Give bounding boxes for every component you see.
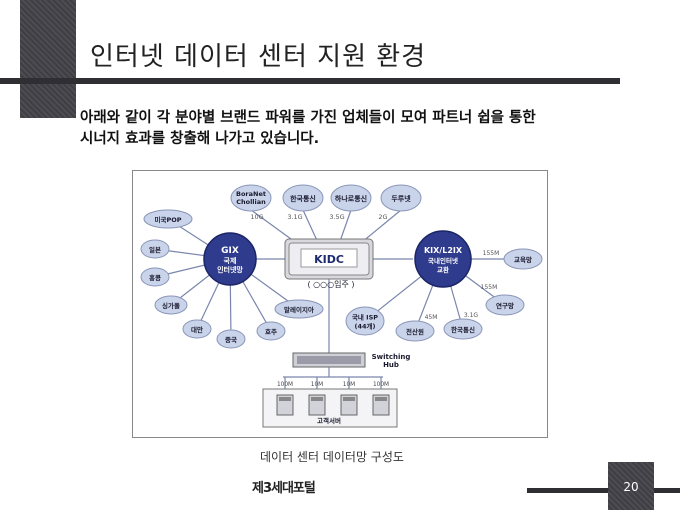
gix-node-label-0: 미국POP bbox=[154, 215, 181, 224]
kix-sublabel2: 교환 bbox=[437, 265, 449, 274]
gix-node-label-6: 호주 bbox=[265, 327, 277, 336]
gix-label: GIX bbox=[221, 246, 239, 256]
server-label: 고객서버 bbox=[317, 416, 341, 425]
footer-logo: 제3세대포털 bbox=[252, 481, 316, 496]
gix-node-7 bbox=[274, 299, 324, 319]
switch-label: Switching bbox=[372, 353, 411, 361]
kix-node-label-2-0: 한국통신 bbox=[451, 325, 475, 334]
kidc-label-plate bbox=[300, 248, 358, 268]
gix-hub bbox=[203, 232, 257, 286]
gix-node-0 bbox=[143, 209, 193, 229]
kix-node-4 bbox=[345, 306, 385, 336]
server-speed-3: 100M bbox=[373, 382, 389, 388]
top-node-label-3: 두루넷 bbox=[391, 194, 411, 203]
kix-sublabel: 국내인터넷 bbox=[428, 256, 458, 265]
server-slot-2 bbox=[343, 397, 355, 401]
gix-sublabel: 국제 bbox=[224, 256, 237, 265]
kix-node-speed-0: 155M bbox=[483, 250, 500, 257]
gix-node-6 bbox=[256, 321, 286, 341]
kix-node-label-0-0: 교육망 bbox=[514, 255, 532, 264]
kix-hub bbox=[414, 230, 472, 288]
kidc-label: KIDC bbox=[314, 253, 344, 266]
page-number: 20 bbox=[623, 480, 639, 494]
gix-sublabel2: 인터넷망 bbox=[217, 265, 243, 274]
top-node-speed-2: 3.5G bbox=[329, 213, 344, 221]
footer-rule bbox=[527, 488, 680, 493]
diagram-caption: 데이터 센터 데이터망 구성도 bbox=[260, 450, 404, 464]
server-slot-3 bbox=[375, 397, 387, 401]
top-node-3 bbox=[380, 184, 422, 212]
gix-node-label-2: 홍콩 bbox=[149, 273, 161, 282]
kix-node-label-3-0: 전산원 bbox=[406, 327, 424, 336]
page-title: 인터넷 데이터 센터 지원 환경 bbox=[90, 42, 427, 72]
top-node-label-1: 한국통신 bbox=[290, 194, 316, 203]
title-decoration bbox=[20, 0, 76, 118]
server-slot-1 bbox=[311, 397, 323, 401]
kix-node-label-4-0: 국내 ISP bbox=[352, 313, 378, 322]
kix-node-3 bbox=[395, 320, 435, 342]
server-speed-0: 100M bbox=[277, 382, 293, 388]
kix-node-speed-3: 45M bbox=[425, 314, 438, 321]
gix-node-label-7: 말레이지아 bbox=[284, 305, 314, 314]
kidc-sublabel: ( ○○○입주 ) bbox=[308, 280, 355, 289]
top-node-2 bbox=[330, 184, 372, 212]
intro-paragraph: 아래와 같이 각 분야별 브랜드 파워를 가진 업체들이 모여 파트너 쉽을 통… bbox=[80, 108, 640, 150]
top-node-speed-0: 10G bbox=[250, 213, 263, 221]
switching-hub-front bbox=[297, 356, 361, 364]
top-node-label-0: BoraNet bbox=[236, 190, 266, 198]
gix-node-1 bbox=[140, 239, 170, 259]
top-node-speed-3: 2G bbox=[378, 213, 387, 221]
server-speed-1: 10M bbox=[311, 382, 323, 388]
gix-node-4 bbox=[182, 319, 212, 339]
kix-node-speed-2: 3.1G bbox=[464, 312, 479, 319]
top-node-label2-0: Chollian bbox=[236, 198, 266, 206]
kix-label: KIX/L2IX bbox=[424, 246, 463, 255]
kix-node-1 bbox=[485, 294, 525, 316]
gix-node-5 bbox=[216, 329, 246, 349]
gix-node-label-3: 싱가폴 bbox=[162, 301, 180, 310]
top-node-label-2: 하나로통신 bbox=[335, 194, 367, 203]
switch-label2: Hub bbox=[383, 361, 399, 369]
gix-node-label-5: 중국 bbox=[225, 336, 237, 344]
gix-node-label-4: 대만 bbox=[191, 325, 203, 334]
gix-node-label-1: 일본 bbox=[149, 245, 161, 254]
kix-node-0 bbox=[503, 248, 543, 270]
page-number-box: 20 bbox=[608, 462, 654, 510]
kix-node-2 bbox=[443, 318, 483, 340]
top-node-0 bbox=[230, 184, 272, 212]
gix-node-3 bbox=[154, 295, 188, 315]
top-node-speed-1: 3.1G bbox=[287, 213, 302, 221]
gix-node-2 bbox=[140, 267, 170, 287]
intro-line-2: 시너지 효과를 창출해 나가고 있습니다. bbox=[80, 131, 320, 147]
top-node-1 bbox=[282, 184, 324, 212]
kix-node-label-4-1: (44개) bbox=[355, 322, 376, 331]
kix-node-speed-1: 155M bbox=[481, 284, 498, 291]
kix-node-label-1-0: 연구망 bbox=[496, 301, 514, 310]
title-rule bbox=[0, 78, 620, 84]
server-speed-2: 10M bbox=[343, 382, 355, 388]
server-slot-0 bbox=[279, 397, 291, 401]
intro-line-1: 아래와 같이 각 분야별 브랜드 파워를 가진 업체들이 모여 파트너 쉽을 통… bbox=[80, 110, 536, 126]
